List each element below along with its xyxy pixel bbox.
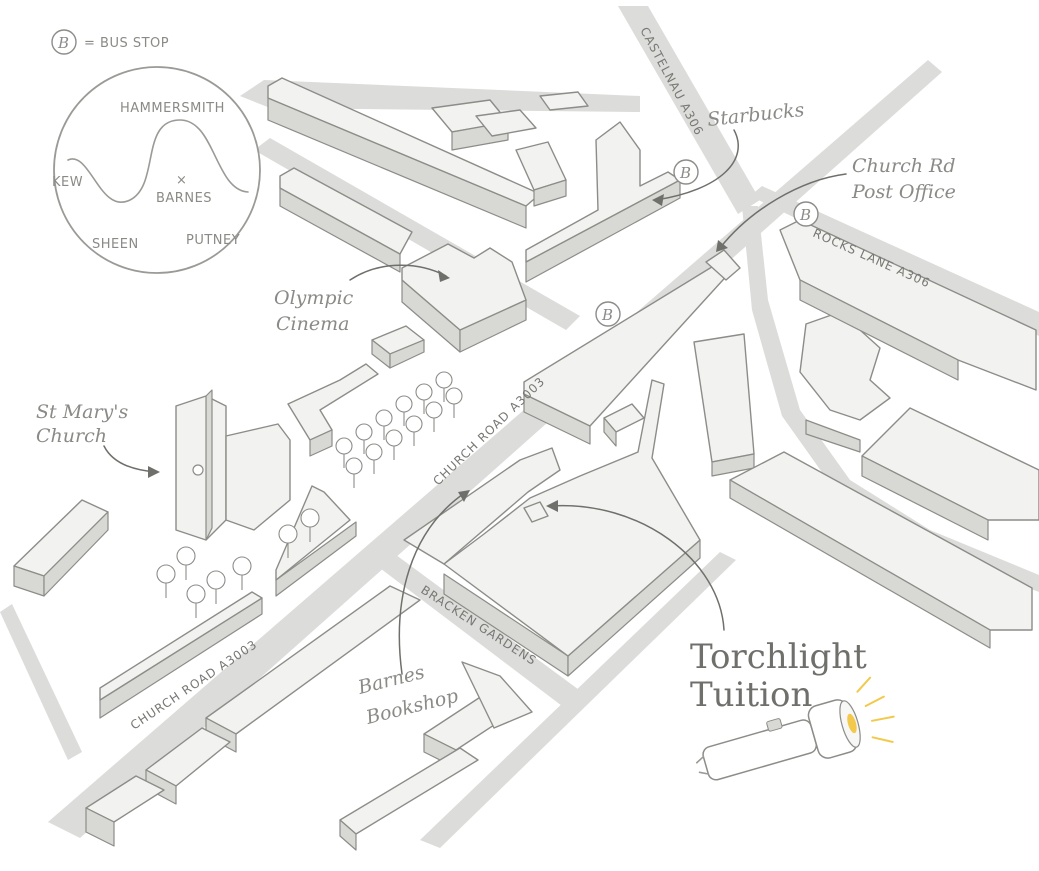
- river-thames-line: [67, 119, 249, 203]
- svg-text:B: B: [679, 164, 691, 182]
- west-road: [0, 604, 82, 760]
- place-label-post-office-2: Post Office: [851, 181, 956, 203]
- south-road: [420, 552, 736, 848]
- legend-bus-icon: [51, 29, 77, 55]
- trees: [156, 371, 463, 618]
- inset-marker-x: ×: [176, 173, 187, 188]
- torchlight-tuition-highlight: [523, 501, 549, 523]
- inset-label-barnes: BARNES: [156, 191, 212, 206]
- inset-map: HAMMERSMITH KEW BARNES SHEEN PUTNEY ×: [52, 66, 261, 274]
- place-label-olympic-1: Olympic: [274, 287, 354, 309]
- buildings: [13, 77, 1039, 851]
- bus-stop-rocks-lane: B: [793, 201, 819, 227]
- place-label-post-office-1: Church Rd: [852, 155, 955, 177]
- destination-title-line2: Tuition: [690, 675, 812, 715]
- callout-arrows: [103, 129, 847, 675]
- inset-label-sheen: SHEEN: [92, 237, 139, 252]
- svg-text:B: B: [799, 206, 811, 224]
- inset-label-kew: KEW: [52, 175, 83, 190]
- arrow-olympic: [349, 264, 447, 281]
- inset-label-hammersmith: HAMMERSMITH: [120, 101, 225, 116]
- arrow-starbucks: [655, 129, 739, 201]
- arrow-bookshop: [398, 491, 467, 675]
- road-label-castelnau: CASTELNAU A306: [637, 25, 706, 138]
- bus-stop-church-road: B: [595, 301, 621, 327]
- legend-bus-letter: B: [57, 34, 69, 52]
- bracken-gardens-road: [372, 552, 590, 712]
- svg-text:B: B: [601, 306, 613, 324]
- inset-label-putney: PUTNEY: [186, 233, 240, 248]
- legend-text: = BUS STOP: [84, 36, 169, 51]
- arrow-post-office: [719, 173, 847, 249]
- place-label-olympic-2: Cinema: [276, 313, 349, 335]
- castelnau-road: [618, 6, 760, 214]
- place-label-bookshop-1: Barnes: [355, 661, 427, 699]
- legend: B = BUS STOP: [51, 29, 169, 55]
- place-label-church-1: St Mary's: [36, 401, 129, 423]
- place-label-church-2: Church: [36, 425, 107, 447]
- arrow-torchlight: [549, 504, 725, 631]
- bus-stop-castelnau: B: [673, 159, 699, 185]
- destination-title-line1: Torchlight: [690, 637, 867, 677]
- torch-icon: [695, 676, 895, 781]
- place-label-starbucks: Starbucks: [706, 99, 805, 131]
